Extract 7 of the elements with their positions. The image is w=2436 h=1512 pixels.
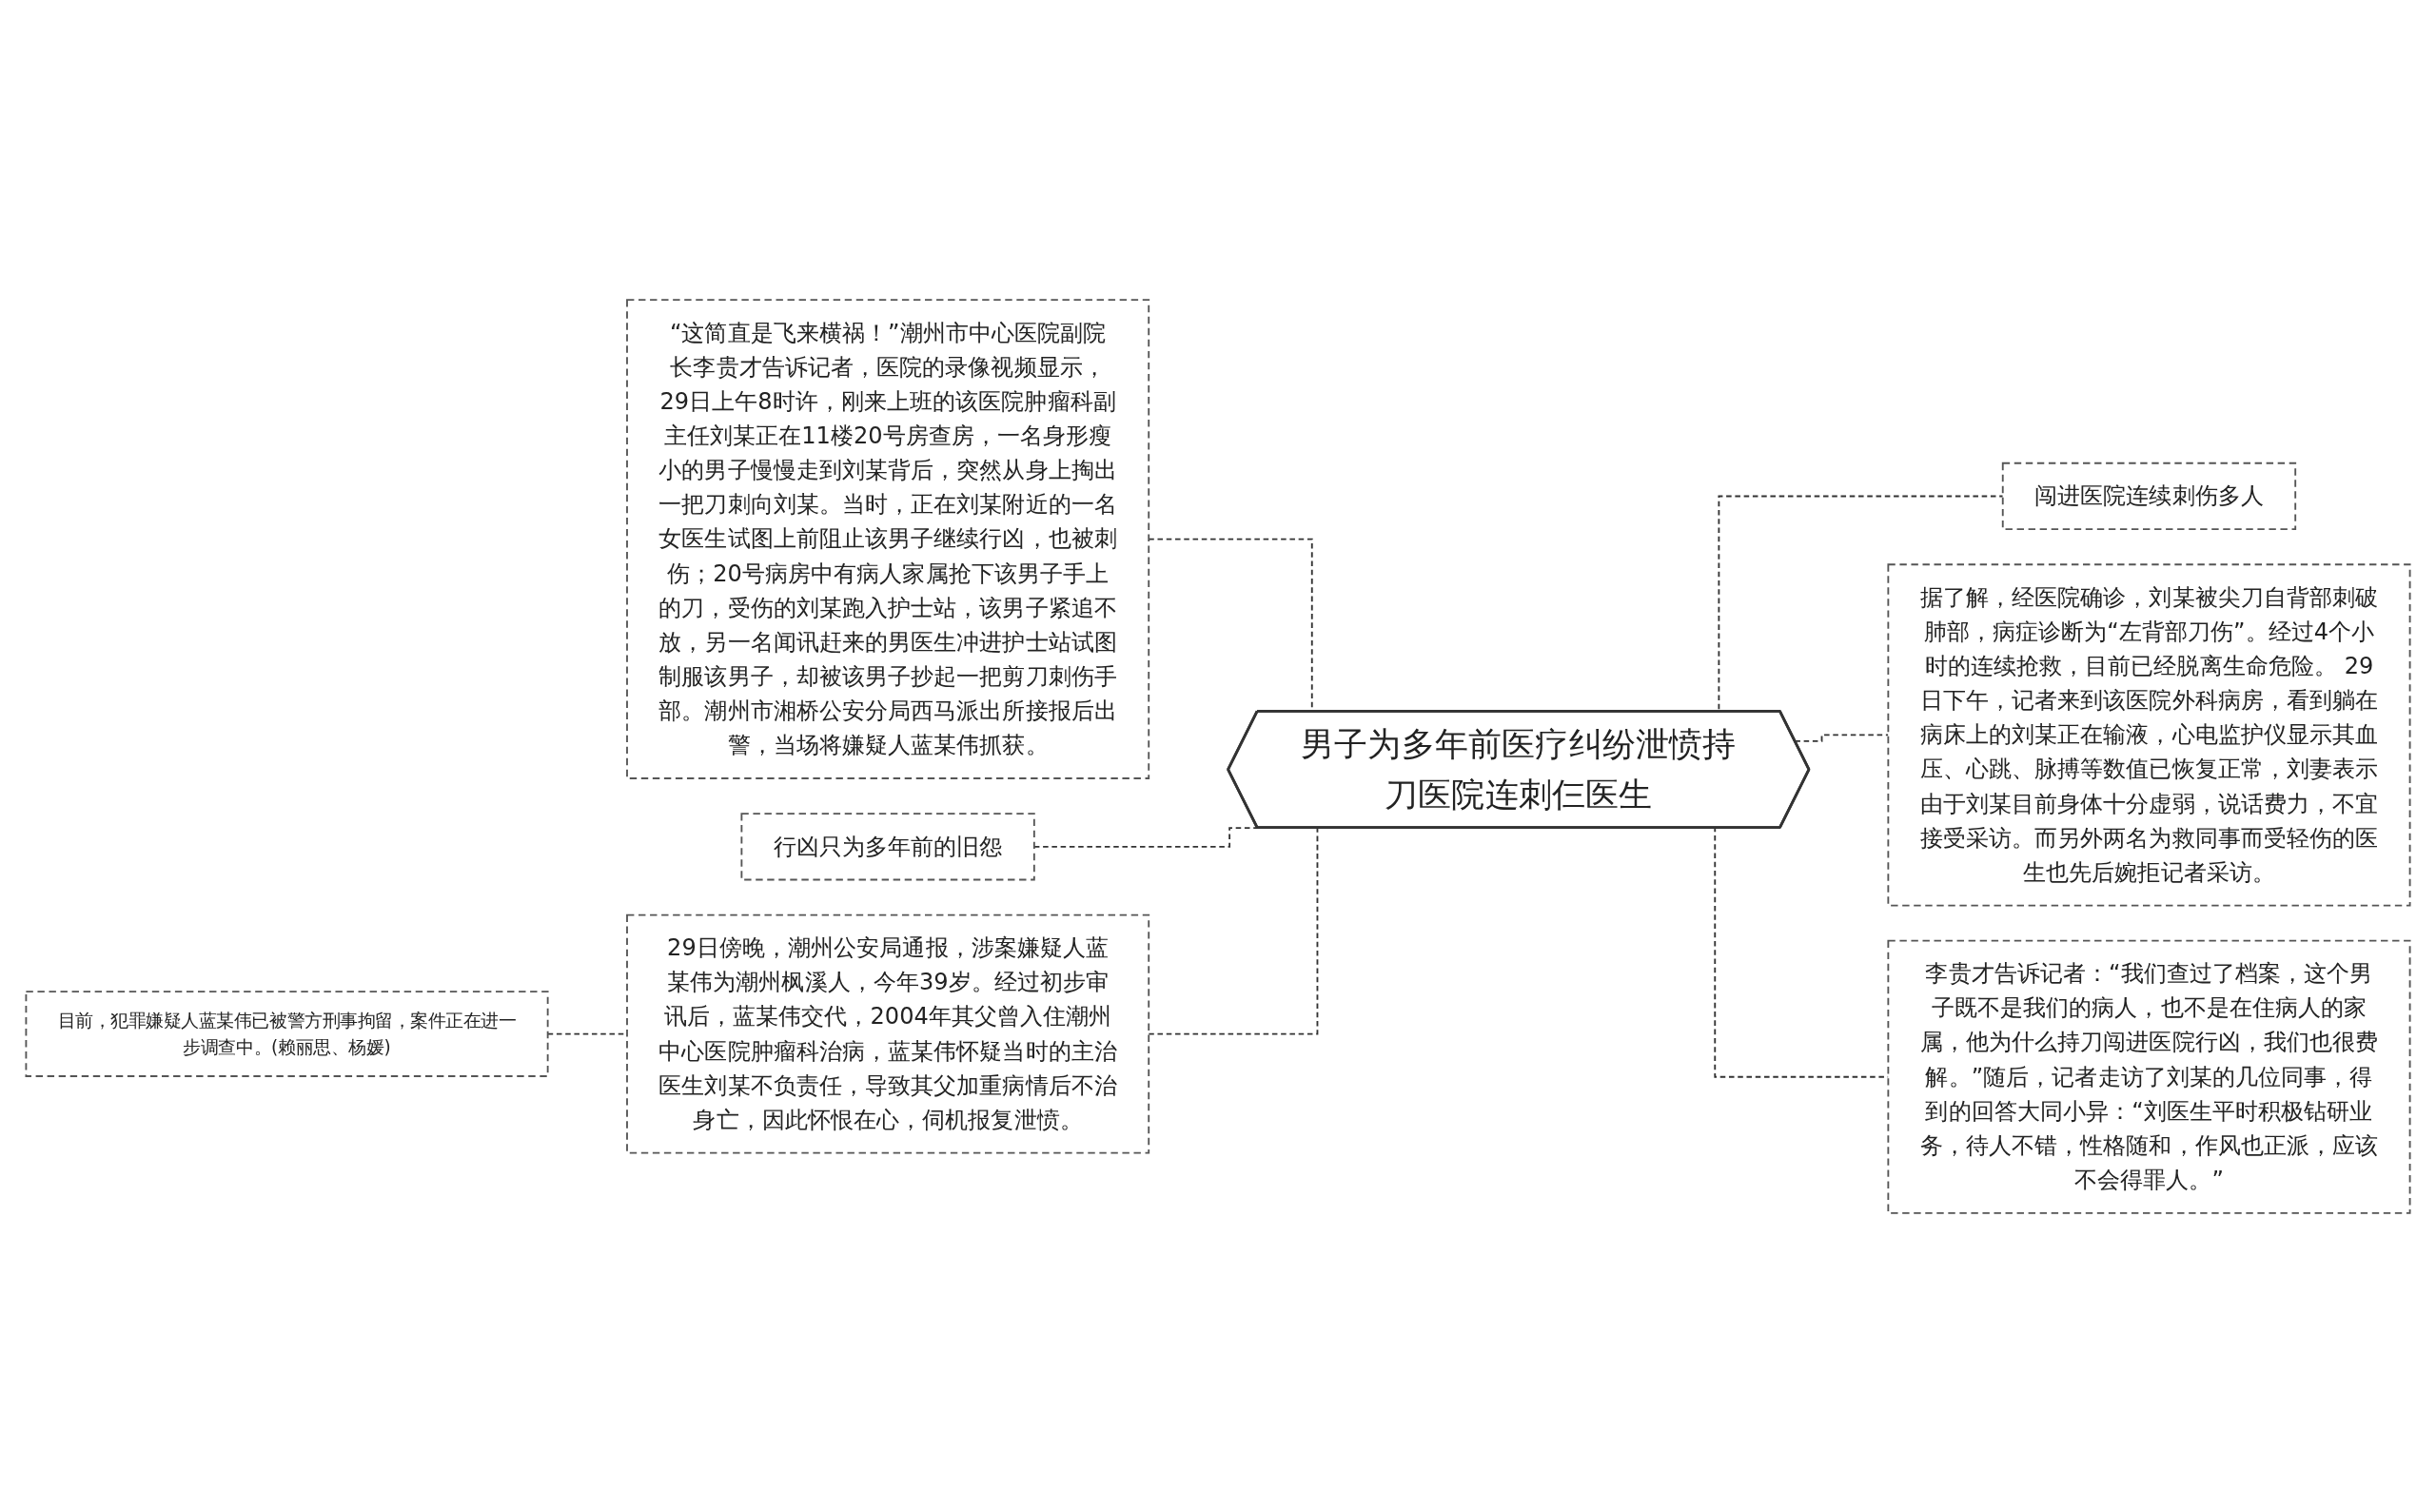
node-box: 29日傍晚，潮州公安局通报，涉案嫌疑人蓝某伟为潮州枫溪人，今年39岁。经过初步审讯后，蓝某伟交代，2004年其父曾入住潮州中心医院肿瘤科治病，蓝某伟怀疑当时的主治医生刘某不负责任，导致其父加重病情后不治身亡，因此怀恨在心，伺机报复泄愤。 <box>626 913 1150 1154</box>
node-box: “这简直是飞来横祸！”潮州市中心医院副院长李贵才告诉记者，医院的录像视频显示，29日上午8时许，刚来上班的该医院肿瘤科副主任刘某正在11楼20号房查房，一名身形瘦小的男子慢慢走到刘某背后，突然从身上掏出一把刀刺向刘某。当时，正在刘某附近的一名女医生试图上前阻止该男子继续行凶，也被刺伤；20号病房中有病人家属抢下该男子手上的刀，受伤的刘某跑入护士站，该男子紧追不放，另一名闻讯赶来的男医生冲进护士站试图制服该男子，却被该男子抄起一把剪刀刺伤手部。潮州市湘桥公安分局西马派出所接报后出警，当场将嫌疑人蓝某伟抓获。 <box>626 298 1150 779</box>
node-box: 据了解，经医院确诊，刘某被尖刀自背部刺破肺部，病症诊断为“左背部刀伤”。经过4个小时的连续抢救，目前已经脱离生命危险。 29日下午，记者来到该医院外科病房，看到躺在病床上的刘某正在输液，心电监护仪显示其血压、心跳、脉搏等数值已恢复正常，刘妻表示由于刘某目前身体十分虚弱，说话费力，不宜接受采访。而另外两名为救同事而受轻伤的医生也先后婉拒记者采访。 <box>1887 562 2411 907</box>
node-box: 李贵才告诉记者：“我们查过了档案，这个男子既不是我们的病人，也不是在住病人的家属，他为什么持刀闯进医院行凶，我们也很费解。”随后，记者走访了刘某的几位同事，得到的回答大同小异：“刘医生平时积极钻研业务，待人不错，性格随和，作风也正派，应该不会得罪人。” <box>1887 939 2411 1214</box>
node-box: 目前，犯罪嫌疑人蓝某伟已被警方刑事拘留，案件正在进一步调查中。(赖丽思、杨媛) <box>25 990 549 1077</box>
node-box: 闯进医院连续刺伤多人 <box>2001 461 2297 530</box>
node-box: 行凶只为多年前的旧怨 <box>740 812 1035 880</box>
